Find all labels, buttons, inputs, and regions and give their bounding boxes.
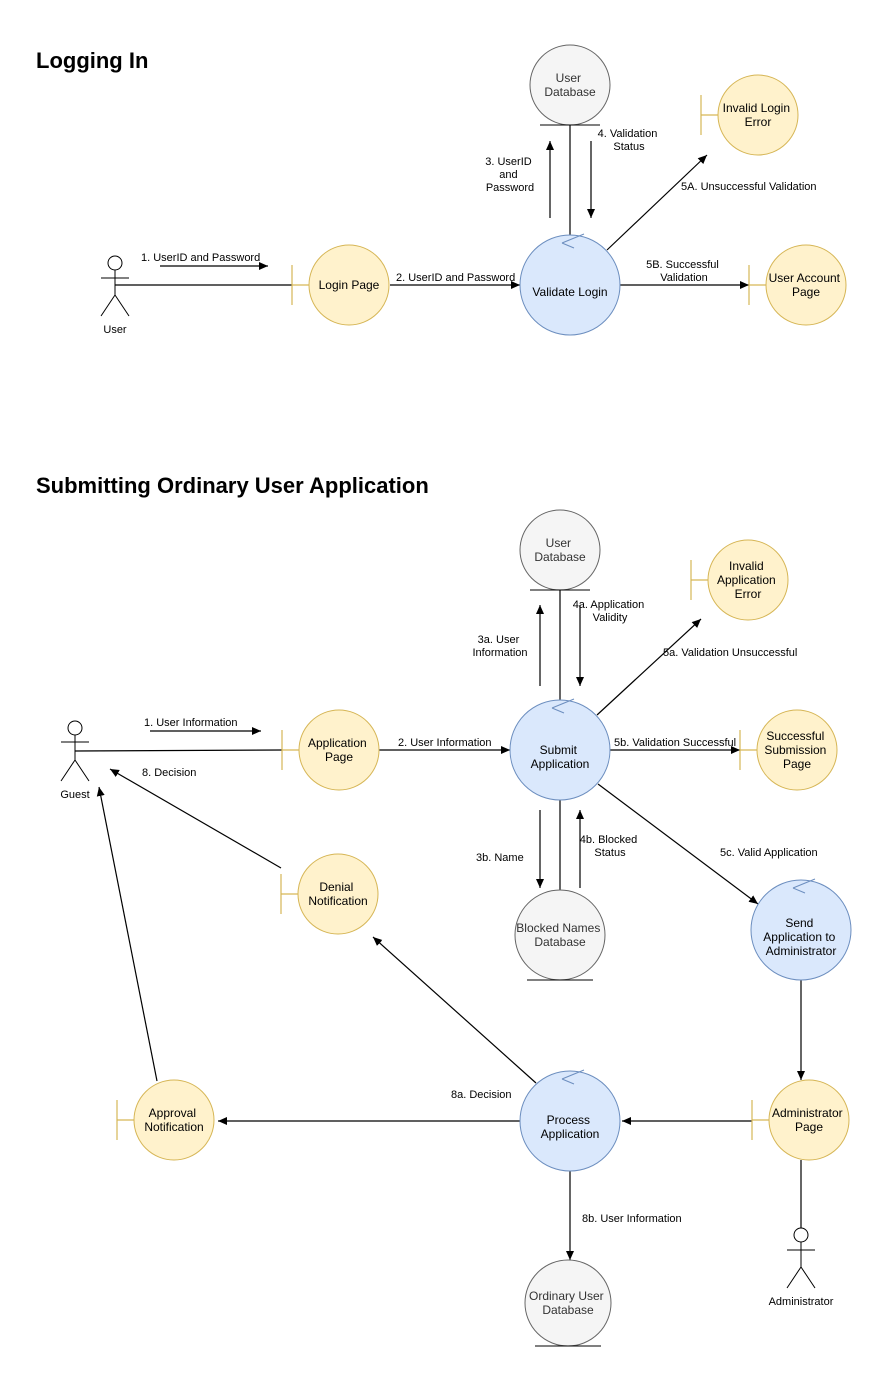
svg-text:Login Page: Login Page (319, 278, 380, 292)
invalid-login-error-boundary: Invalid Login Error (700, 74, 799, 156)
blocked-names-database-entity: Blocked Names Database (514, 889, 606, 981)
administrator-actor-label: Administrator (769, 1296, 834, 1308)
msg-app-8a: 8a. Decision (451, 1089, 512, 1101)
user-actor-label: User (103, 324, 127, 336)
user-actor: User (100, 255, 130, 336)
arrow-app-m8 (109, 768, 282, 869)
process-application-control: Process Application (519, 1069, 621, 1172)
svg-text:Blocked Names Database: Blocked Names Database (516, 921, 603, 949)
section-title-submitting-application: Submitting Ordinary User Application (36, 473, 429, 498)
svg-text:Denial Notification: Denial Notification (308, 880, 367, 908)
svg-text:Successful Submission: Successful Submission Page (764, 729, 829, 771)
arrow-approval-guest (96, 786, 158, 1082)
msg-app-5c: 5c. Valid Application (720, 847, 818, 859)
msg-app-1: 1. User Information (144, 717, 238, 729)
msg-app-3a: 3a. User Information (472, 634, 527, 659)
svg-text:Submit Application: Submit Application (531, 743, 590, 771)
msg-login-2: 2. UserID and Password (396, 272, 515, 284)
arrow-process-denial (372, 936, 537, 1084)
arrow-login-m5a (606, 154, 708, 251)
svg-text:Validate Login: Validate Login (532, 285, 607, 299)
svg-text:User Database: User Database (544, 71, 596, 99)
msg-login-4: 4. Validation Status (598, 128, 661, 153)
ordinary-user-database-entity: Ordinary User Database (524, 1259, 612, 1347)
send-application-to-admin-control: Send Application to Administrator (750, 878, 852, 981)
svg-text:Ordinary User Database: Ordinary User Database (529, 1289, 607, 1317)
svg-text:Invalid Application: Invalid Application Error (717, 559, 779, 601)
msg-app-5a: 5a. Validation Unsuccessful (663, 647, 797, 659)
link-guest-apppage (74, 749, 283, 752)
validate-login-control: Validate Login (519, 233, 621, 336)
msg-login-3: 3. UserID and Password (485, 156, 535, 194)
svg-text:Process Application: Process Application (541, 1113, 600, 1141)
msg-app-5b: 5b. Validation Successful (614, 737, 736, 749)
arrow-app-m5a (596, 618, 702, 716)
denial-notification-boundary: Denial Notification (280, 853, 379, 935)
login-user-database-entity: User Database (529, 44, 611, 126)
svg-text:Application Page: Application Page (308, 736, 370, 764)
approval-notification-boundary: Approval Notification (116, 1079, 215, 1161)
guest-actor: Guest (60, 720, 90, 801)
msg-app-2: 2. User Information (398, 737, 492, 749)
msg-login-5a: 5A. Unsuccessful Validation (681, 181, 817, 193)
app-user-database-entity: User Database (519, 509, 601, 591)
successful-submission-page-boundary: Successful Submission Page (739, 709, 838, 791)
svg-text:User Database: User Database (534, 536, 586, 564)
msg-app-4a: 4a. Application Validity (573, 599, 648, 624)
svg-text:Approval Notification: Approval Notification (144, 1106, 203, 1134)
msg-app-8: 8. Decision (142, 767, 196, 779)
submit-application-control: Submit Application (509, 698, 611, 801)
administrator-actor: Administrator (769, 1227, 834, 1308)
invalid-application-error-boundary: Invalid Application Error (690, 539, 789, 621)
msg-app-3b: 3b. Name (476, 852, 524, 864)
msg-app-4b: 4b. Blocked Status (580, 834, 641, 859)
svg-text:User Account Page: User Account Page (769, 271, 844, 299)
svg-text:Invalid Login Error: Invalid Login Error (723, 101, 794, 129)
arrow-app-m5c (597, 783, 759, 905)
guest-actor-label: Guest (60, 789, 89, 801)
msg-login-1: 1. UserID and Password (141, 252, 260, 264)
msg-app-8b: 8b. User Information (582, 1213, 682, 1225)
user-account-page-boundary: User Account Page (748, 244, 847, 326)
msg-login-5b: 5B. Successful Validation (646, 259, 722, 284)
administrator-page-boundary: Administrator Page (751, 1079, 850, 1161)
svg-text:Send Application to: Send Application to Administrator (763, 916, 838, 958)
application-page-boundary: Application Page (281, 709, 380, 791)
section-title-logging-in: Logging In (36, 48, 148, 73)
svg-text:Administrator Page: Administrator Page (772, 1106, 846, 1134)
login-page-boundary: Login Page (291, 244, 390, 326)
